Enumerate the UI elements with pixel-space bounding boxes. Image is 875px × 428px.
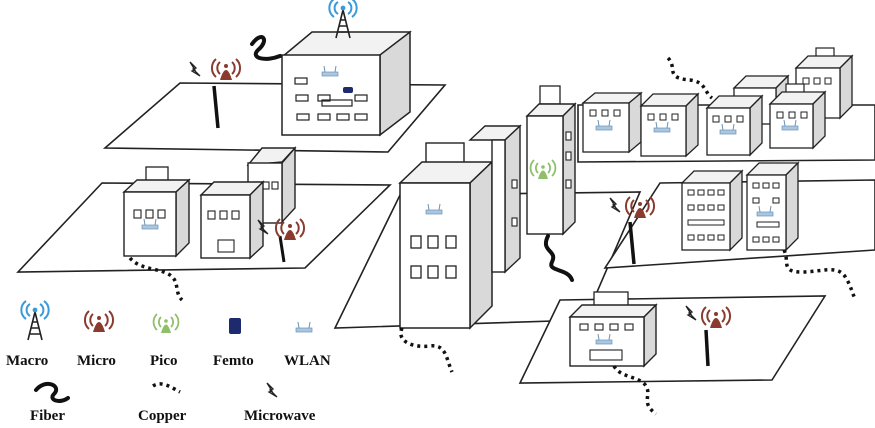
legend-label-microwave: Microwave xyxy=(244,408,316,424)
building-right-top-4 xyxy=(768,83,827,150)
fiber-link xyxy=(250,35,282,61)
micro-cell-antenna-icon xyxy=(210,58,242,81)
building-bottom-right xyxy=(568,291,658,368)
legend-label-macro: Macro xyxy=(6,353,49,369)
building-center-tall xyxy=(525,85,577,236)
micro-cell-pole xyxy=(704,329,710,367)
platform-bottom-right xyxy=(518,295,827,384)
building-right-mid-1 xyxy=(680,169,744,252)
legend-microwave-icon xyxy=(266,382,278,398)
building-right-mid-2 xyxy=(745,161,800,252)
copper-link xyxy=(399,327,454,373)
micro-cell-pole xyxy=(628,221,636,265)
copper-link xyxy=(782,249,858,301)
legend-pico-icon xyxy=(152,313,180,334)
fiber-link xyxy=(544,234,574,282)
femto-cell-icon xyxy=(343,87,353,93)
legend-wlan-icon xyxy=(295,321,313,333)
legend-label-pico: Pico xyxy=(150,353,178,369)
copper-link xyxy=(128,256,184,302)
building-mid-left-a xyxy=(122,166,191,258)
legend-copper-icon xyxy=(152,382,181,394)
legend-label-femto: Femto xyxy=(213,353,254,369)
microwave-link-icon xyxy=(189,61,201,77)
building-center-middle xyxy=(468,124,522,274)
building-center-large xyxy=(398,142,494,330)
building-right-top-1 xyxy=(581,91,643,154)
legend-micro-icon xyxy=(83,310,115,333)
legend-fiber-icon xyxy=(34,381,70,403)
legend xyxy=(20,300,313,403)
building-top-main xyxy=(279,30,412,137)
legend-label-copper: Copper xyxy=(138,408,187,424)
copper-link xyxy=(612,365,658,416)
legend-macro-icon xyxy=(20,300,50,341)
building-right-top-2 xyxy=(639,92,700,158)
copper-link xyxy=(666,56,714,100)
building-right-top-3 xyxy=(705,94,764,157)
micro-cell-pole xyxy=(278,235,286,263)
legend-femto-icon xyxy=(229,318,241,334)
building-mid-left-b xyxy=(199,180,265,260)
legend-label-micro: Micro xyxy=(77,353,116,369)
legend-label-fiber: Fiber xyxy=(30,408,65,424)
legend-label-wlan: WLAN xyxy=(284,353,331,369)
micro-cell-pole xyxy=(212,85,220,129)
